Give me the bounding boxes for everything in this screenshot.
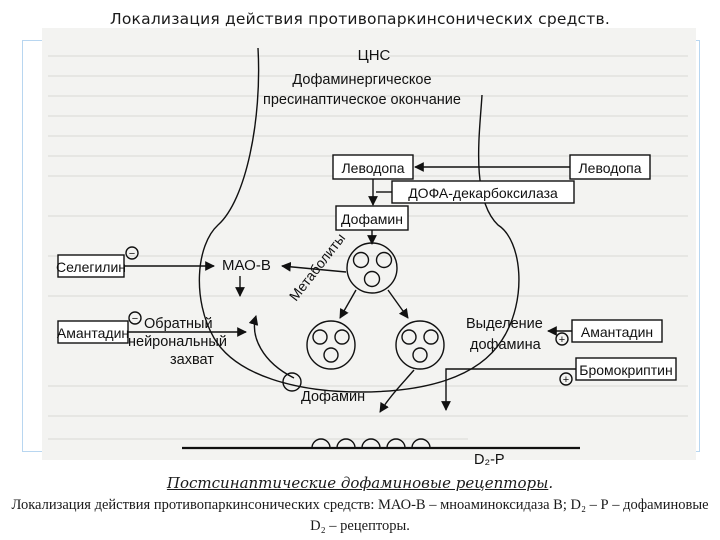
release-line1: Выделение bbox=[466, 316, 543, 332]
levodopa-inner-label: Леводопа bbox=[341, 160, 404, 176]
mao-b-label: МАО-В bbox=[222, 257, 271, 274]
amantadine-left-minus-icon: − bbox=[132, 313, 138, 325]
reuptake-line1: Обратный bbox=[144, 316, 213, 332]
dopa-decarboxylase-label: ДОФА-декарбоксилаза bbox=[408, 185, 558, 201]
vesicle-transfer-arrow-right bbox=[387, 289, 409, 319]
bromocriptine-plus-icon: + bbox=[563, 374, 569, 386]
caption-title-end: . bbox=[548, 474, 554, 492]
vesicle-transfer-arrow-left bbox=[339, 289, 357, 319]
amantadine-right-sign bbox=[555, 332, 569, 346]
storage-vesicle bbox=[346, 242, 398, 294]
caption-title-text: Постсинаптические дофаминовые рецепторы bbox=[166, 474, 549, 492]
terminal-title-line2: пресинаптическое окончание bbox=[263, 92, 461, 108]
bromocriptine-label: Бромокриптин bbox=[579, 362, 672, 378]
selegiline-label: Селегилин bbox=[56, 259, 126, 275]
terminal-title-line1: Дофаминергическое bbox=[292, 72, 431, 88]
amantadine-right-label: Амантадин bbox=[581, 324, 653, 340]
release-line2: дофамина bbox=[470, 337, 542, 353]
reuptake-arrow bbox=[248, 315, 295, 379]
levodopa-outer-label: Леводопа bbox=[578, 160, 641, 176]
dopamine-inner-label: Дофамин bbox=[341, 211, 403, 227]
caption-title: Постсинаптические дофаминовые рецепторы. bbox=[0, 474, 720, 492]
release-vesicle-left bbox=[306, 320, 356, 370]
release-vesicle-right bbox=[395, 320, 445, 370]
cns-label: ЦНС bbox=[358, 47, 391, 64]
dopamine-cleft-label: Дофамин bbox=[301, 389, 365, 405]
amantadine-left-sign bbox=[128, 311, 142, 325]
reuptake-line2: нейрональный bbox=[128, 334, 227, 350]
selegiline-inhibit-sign bbox=[125, 246, 139, 260]
page-title: Локализация действия противопаркинсониче… bbox=[110, 10, 610, 28]
cleft-dopamine-molecule bbox=[282, 372, 302, 392]
bromocriptine-arrow bbox=[441, 368, 576, 411]
mao-to-vesicle-arrow bbox=[281, 261, 347, 273]
caption-text: Локализация действия противопаркинсониче… bbox=[11, 497, 709, 534]
bromocriptine-sign bbox=[559, 372, 573, 386]
reuptake-line3: захват bbox=[170, 352, 214, 368]
d2-receptor-label: D₂-Р bbox=[474, 452, 505, 468]
selegiline-minus-icon: − bbox=[129, 248, 135, 260]
scan-ghost-text bbox=[48, 55, 688, 440]
postsynaptic-membrane bbox=[182, 438, 580, 450]
dopamine-inner-box bbox=[335, 205, 409, 231]
release-arrow bbox=[379, 369, 415, 413]
amantadine-right-plus-icon: + bbox=[559, 334, 565, 346]
amantadine-left-label: Амантадин bbox=[57, 325, 129, 341]
presynaptic-terminal-outline bbox=[198, 47, 520, 393]
levodopa-outer-box bbox=[569, 154, 651, 180]
pharmacology-diagram: ЦНС Дофаминергическое пресинаптическое о… bbox=[48, 47, 688, 468]
